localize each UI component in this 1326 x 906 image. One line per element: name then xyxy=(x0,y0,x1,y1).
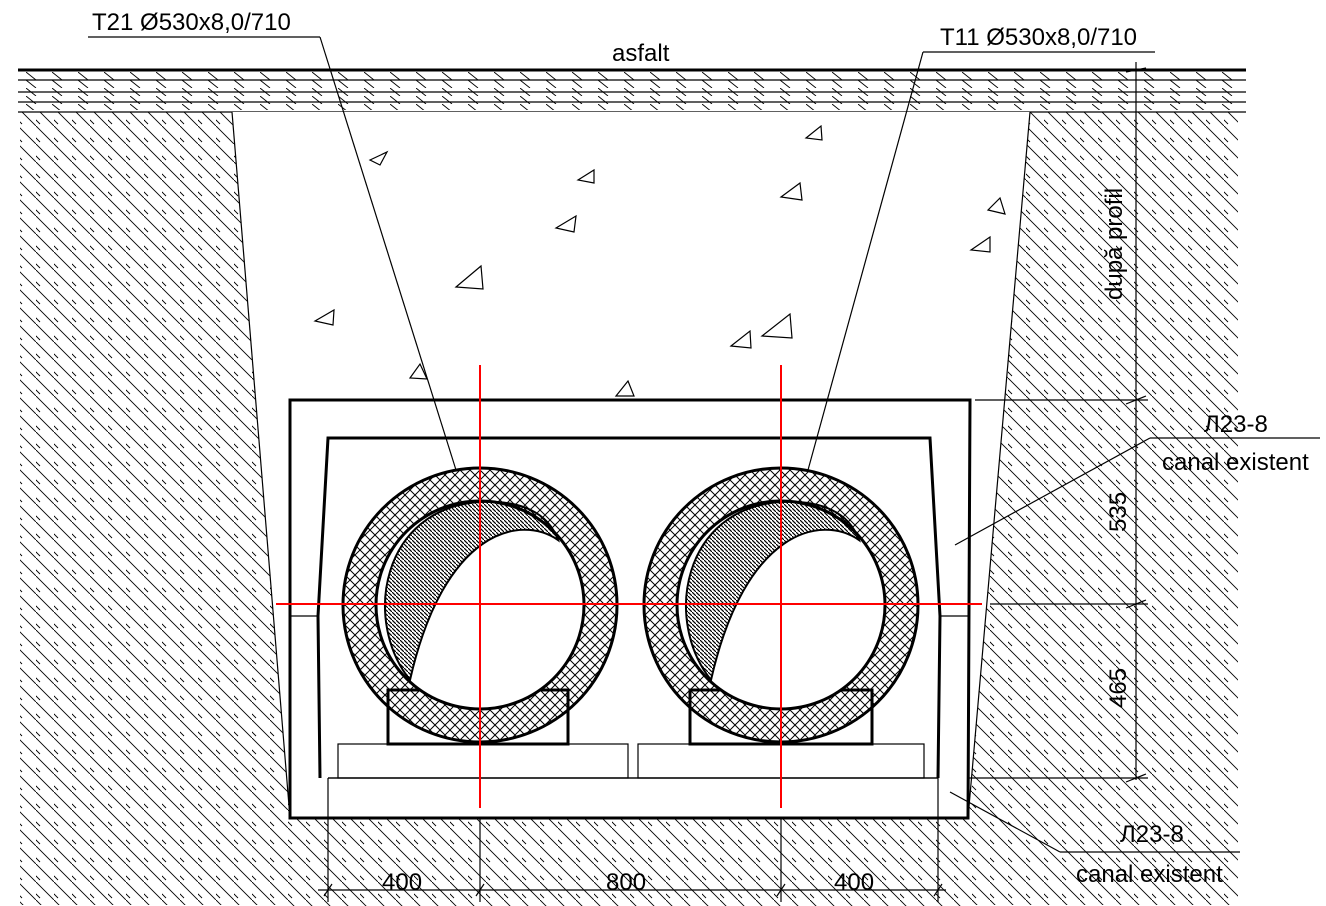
pipe-left-label: T21 Ø530x8,0/710 xyxy=(92,9,291,36)
channel-top-code: Л23-8 xyxy=(1204,411,1268,438)
channel-bottom-code: Л23-8 xyxy=(1120,821,1184,848)
pipe-right-label: T11 Ø530x8,0/710 xyxy=(940,24,1137,51)
aggregate-triangles xyxy=(313,124,1006,397)
dim-right-offset: 400 xyxy=(834,869,874,896)
vertical-dimensions xyxy=(968,62,1148,783)
channel-top-desc: canal existent xyxy=(1162,449,1309,476)
dim-axis-spacing: 800 xyxy=(606,869,646,896)
leader-lines xyxy=(88,36,1320,853)
channel-bottom-desc: canal existent xyxy=(1076,861,1223,888)
soil-hatching xyxy=(20,112,1238,906)
dim-lower-height: 465 xyxy=(1105,668,1132,708)
asphalt-layers xyxy=(18,68,1246,113)
dim-upper-height: 535 xyxy=(1105,492,1132,532)
depth-label: după profil xyxy=(1101,188,1128,300)
axis-lines xyxy=(276,365,982,808)
channel-inner xyxy=(316,436,942,779)
dim-left-offset: 400 xyxy=(382,869,422,896)
horizontal-dimensions xyxy=(318,818,946,902)
surface-label: asfalt xyxy=(612,40,670,67)
